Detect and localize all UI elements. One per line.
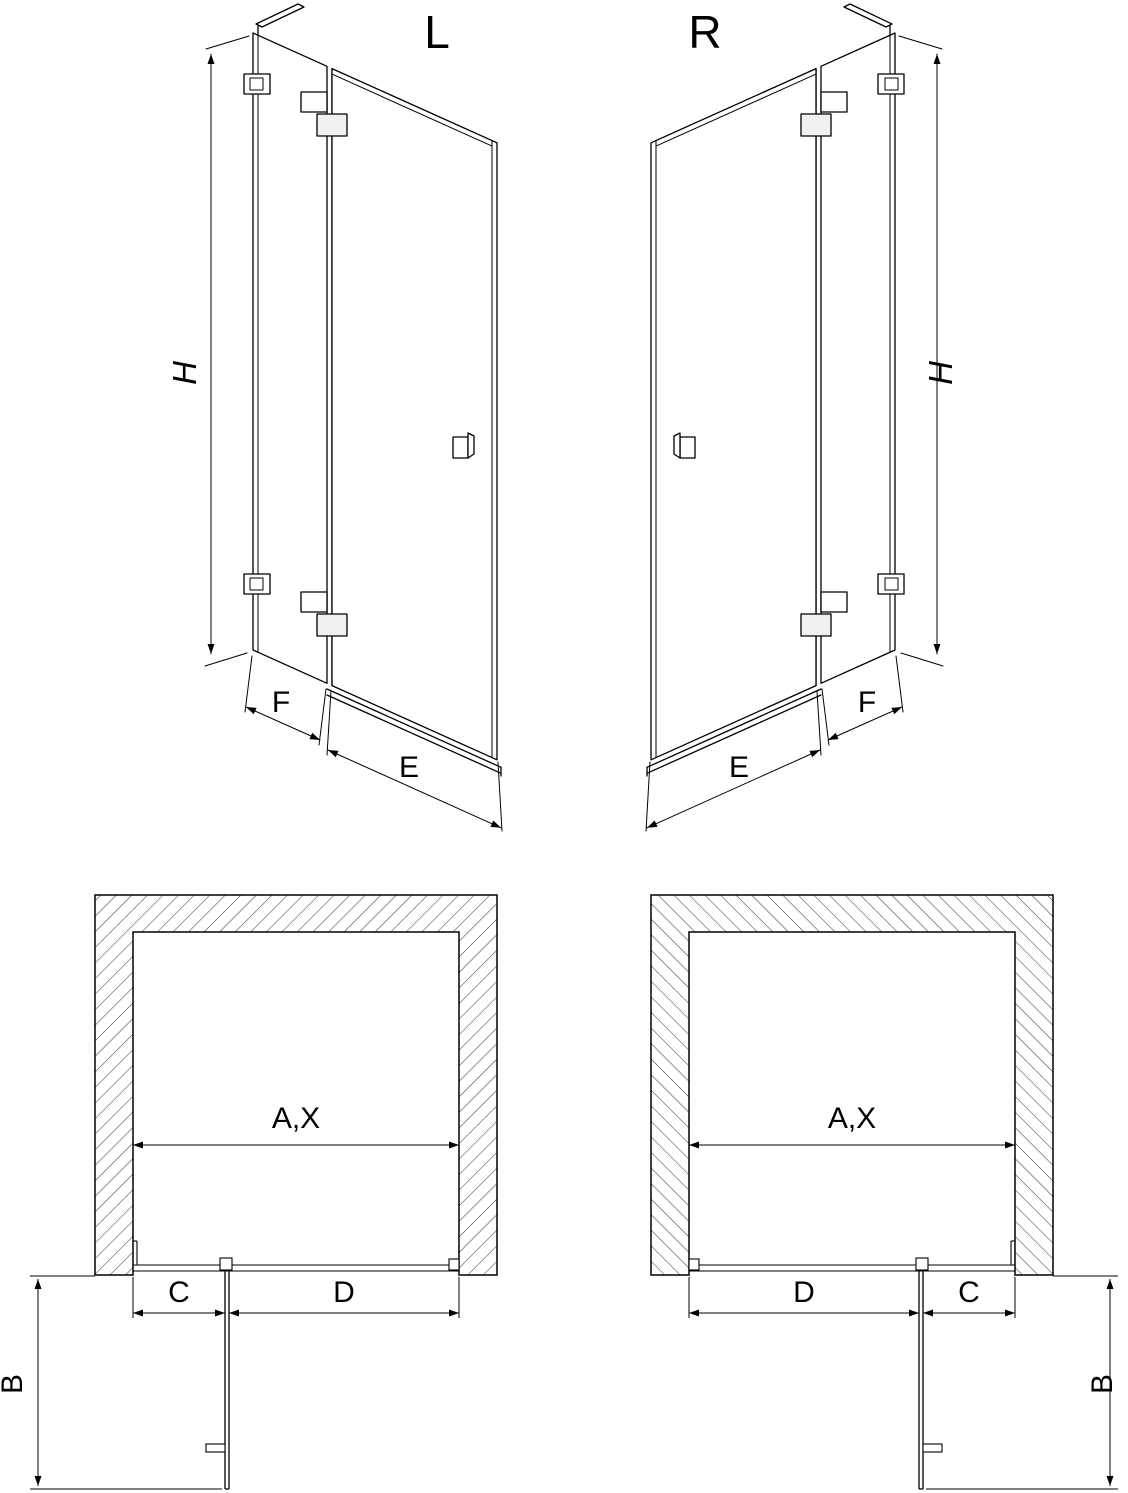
door-width-label-left: E xyxy=(399,751,419,784)
right-door-perspective-drawing xyxy=(646,4,943,831)
opening-width-label-left: A,X xyxy=(272,1102,320,1135)
door-width-label-right: E xyxy=(729,751,749,784)
right-variant-label: R xyxy=(688,6,721,58)
depth-label-right: B xyxy=(1086,1374,1119,1394)
right-plan-view-drawing xyxy=(651,895,1118,1489)
left-plan-view-drawing xyxy=(30,895,497,1489)
fixed-width-label-right: F xyxy=(858,686,876,719)
left-variant-label: L xyxy=(424,6,450,58)
height-dimension-label-left: H xyxy=(166,361,203,385)
height-dimension-label-right: H xyxy=(922,361,959,385)
segment-c-label-right: C xyxy=(958,1276,980,1309)
fixed-width-label-left: F xyxy=(272,686,290,719)
segment-d-label-left: D xyxy=(333,1276,355,1309)
segment-c-label-left: C xyxy=(168,1276,190,1309)
segment-d-label-right: D xyxy=(793,1276,815,1309)
left-door-perspective-drawing xyxy=(205,4,502,831)
depth-label-left: B xyxy=(0,1374,29,1394)
opening-width-label-right: A,X xyxy=(828,1102,876,1135)
